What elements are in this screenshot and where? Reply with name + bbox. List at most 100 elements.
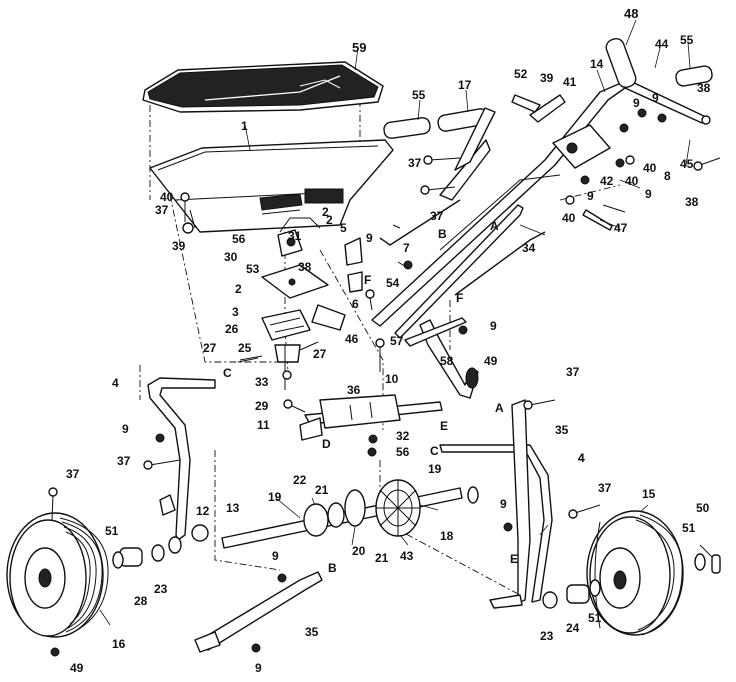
frame-bracket bbox=[299, 394, 443, 441]
part-label-21a: 21 bbox=[315, 483, 329, 497]
part-label-38a: 38 bbox=[697, 81, 711, 95]
part-labels: 59 1 55 17 52 39 41 14 48 44 55 38 9 9 4… bbox=[66, 6, 711, 675]
right-leg bbox=[439, 399, 553, 609]
part-label-45: 45 bbox=[680, 157, 694, 171]
part-label-4b: 4 bbox=[112, 376, 119, 390]
part-label-6: 6 bbox=[352, 297, 359, 311]
part-label-1: 1 bbox=[241, 119, 248, 133]
part-label-35b: 35 bbox=[305, 625, 319, 639]
part-label-51c: 51 bbox=[105, 524, 119, 538]
part-label-21b: 21 bbox=[375, 551, 389, 565]
left-wheel bbox=[6, 512, 109, 638]
part-label-55a: 55 bbox=[412, 88, 426, 102]
part-label-9h: 9 bbox=[122, 422, 129, 436]
ref-letter-d: D bbox=[322, 437, 331, 451]
part-label-54: 54 bbox=[386, 276, 400, 290]
part-label-7: 7 bbox=[403, 241, 410, 255]
part-label-18: 18 bbox=[440, 529, 454, 543]
left-leg bbox=[147, 377, 216, 541]
part-label-33: 33 bbox=[255, 375, 269, 389]
part-label-49a: 49 bbox=[484, 354, 498, 368]
ref-letter-c-left: C bbox=[223, 366, 232, 380]
part-label-39a: 39 bbox=[540, 71, 554, 85]
part-label-37g: 37 bbox=[66, 467, 80, 481]
part-label-29: 29 bbox=[255, 399, 269, 413]
part-label-56a: 56 bbox=[232, 232, 246, 246]
part-label-2a: 2 bbox=[326, 213, 333, 227]
part-label-49b: 49 bbox=[70, 661, 84, 675]
hardware bbox=[48, 108, 721, 657]
part-label-40d: 40 bbox=[160, 190, 174, 204]
axle-assembly bbox=[119, 479, 590, 609]
part-label-40a: 40 bbox=[643, 161, 657, 175]
part-label-23a: 23 bbox=[540, 629, 554, 643]
right-wheel bbox=[586, 510, 684, 636]
part-label-20: 20 bbox=[352, 544, 366, 558]
part-label-8: 8 bbox=[664, 169, 671, 183]
part-label-47: 47 bbox=[614, 221, 628, 235]
part-label-50: 50 bbox=[696, 501, 710, 515]
leader-lines bbox=[99, 19, 691, 626]
part-label-9f: 9 bbox=[490, 319, 497, 333]
part-label-9b: 9 bbox=[652, 91, 659, 105]
hopper bbox=[149, 139, 394, 233]
part-label-9i: 9 bbox=[272, 549, 279, 563]
handle-assembly bbox=[371, 37, 713, 339]
part-label-38c: 38 bbox=[298, 260, 312, 274]
ref-letter-c-right: C bbox=[430, 444, 439, 458]
part-label-9a: 9 bbox=[633, 96, 640, 110]
part-label-51b: 51 bbox=[588, 611, 602, 625]
part-label-9j: 9 bbox=[255, 661, 262, 675]
part-label-10: 10 bbox=[385, 372, 399, 386]
part-label-32: 32 bbox=[396, 429, 410, 443]
part-label-2b: 2 bbox=[235, 282, 242, 296]
part-label-56b: 56 bbox=[396, 445, 410, 459]
ref-letter-e-upper: E bbox=[440, 419, 448, 433]
part-label-9g: 9 bbox=[500, 497, 507, 511]
part-label-37d: 37 bbox=[566, 365, 580, 379]
ref-letter-a-upper: A bbox=[490, 219, 499, 233]
ref-letter-b-lower: B bbox=[328, 561, 337, 575]
part-label-36: 36 bbox=[347, 383, 361, 397]
part-label-9e: 9 bbox=[366, 231, 373, 245]
part-label-11: 11 bbox=[257, 418, 270, 432]
part-label-2c: 2 bbox=[322, 205, 329, 219]
ref-letter-f-lower: F bbox=[456, 291, 463, 305]
reference-letters: B A F F C D E A C E B bbox=[223, 219, 518, 575]
part-label-5: 5 bbox=[340, 221, 347, 235]
part-label-43: 43 bbox=[400, 549, 414, 563]
part-label-35a: 35 bbox=[555, 423, 569, 437]
part-label-55b: 55 bbox=[680, 33, 694, 47]
part-label-28: 28 bbox=[134, 594, 148, 608]
part-label-25: 25 bbox=[238, 341, 252, 355]
part-label-31: 31 bbox=[288, 229, 302, 243]
part-label-9c: 9 bbox=[645, 187, 652, 201]
part-label-19a: 19 bbox=[428, 462, 442, 476]
part-label-48: 48 bbox=[624, 6, 638, 21]
part-label-27b: 27 bbox=[313, 347, 327, 361]
lower-brace bbox=[194, 571, 323, 653]
part-label-4c: 4 bbox=[578, 451, 585, 465]
ref-letter-b-upper: B bbox=[438, 227, 447, 241]
part-label-27a: 27 bbox=[203, 341, 217, 355]
part-label-24: 24 bbox=[566, 621, 580, 635]
part-label-46: 46 bbox=[345, 332, 359, 346]
part-label-19b: 19 bbox=[268, 490, 282, 504]
part-label-57: 57 bbox=[390, 334, 404, 348]
spinner-assembly bbox=[239, 229, 346, 390]
part-label-37b: 37 bbox=[430, 209, 444, 223]
part-label-37a: 37 bbox=[408, 156, 422, 170]
part-label-15: 15 bbox=[642, 487, 656, 501]
ref-letter-a-right: A bbox=[495, 401, 504, 415]
part-label-59: 59 bbox=[352, 40, 366, 55]
part-label-37e: 37 bbox=[598, 481, 612, 495]
part-label-30: 30 bbox=[224, 250, 238, 264]
part-label-37f: 37 bbox=[117, 454, 131, 468]
part-label-37c: 37 bbox=[155, 203, 169, 217]
hopper-cover bbox=[142, 61, 384, 113]
part-label-41: 41 bbox=[563, 75, 577, 89]
part-label-34: 34 bbox=[522, 241, 536, 255]
part-label-39b: 39 bbox=[172, 239, 186, 253]
ref-letter-e-lower: E bbox=[510, 552, 518, 566]
